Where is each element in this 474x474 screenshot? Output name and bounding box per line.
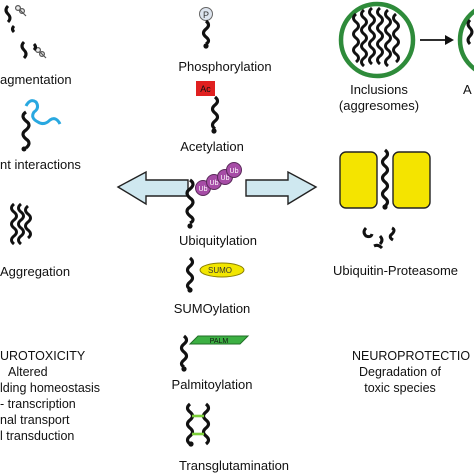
proteasome xyxy=(339,148,431,210)
phosphorylation-label: Phosphorylation xyxy=(178,59,272,74)
neurotoxicity-line: Altered xyxy=(8,365,48,379)
right-arrow-icon xyxy=(245,170,318,206)
arrow-right-small-icon xyxy=(420,35,454,45)
ubiquitylation-label: Ubiquitylation xyxy=(178,233,258,248)
inclusion-circle-clipped xyxy=(457,8,474,72)
transglutamination-label: Transglutamination xyxy=(178,458,290,473)
proteasome-subunit xyxy=(339,151,378,209)
inclusions-label: Inclusions xyxy=(350,82,408,97)
inclusion-circle xyxy=(338,1,416,79)
neurotoxicity-line: nal transport xyxy=(0,413,70,427)
fragmentation-label: agmentation xyxy=(0,72,72,87)
neurotoxicity-line: l transduction xyxy=(0,429,75,443)
proteasome-subunit xyxy=(392,151,431,209)
svg-text:SUMO: SUMO xyxy=(208,266,232,275)
svg-text:Ac: Ac xyxy=(200,84,211,94)
acetylation-label: Acetylation xyxy=(180,139,244,154)
svg-text:PALM: PALM xyxy=(210,338,229,345)
neuroprotection-line: Degradation of xyxy=(358,365,442,379)
svg-text:P: P xyxy=(203,10,209,20)
palm-tag xyxy=(188,335,250,345)
svg-text:Ub: Ub xyxy=(210,180,219,187)
aberrant-interactions-group xyxy=(21,99,62,152)
ubiquitylation-figure: Ub Ub Ub Ub xyxy=(185,162,242,229)
left-arrow-icon xyxy=(116,170,189,206)
svg-text:Ub: Ub xyxy=(199,186,208,193)
aggregation-label: Aggregation xyxy=(0,264,71,279)
svg-text:Ub: Ub xyxy=(221,175,230,182)
protein-chain xyxy=(21,110,31,150)
fragment-piece xyxy=(32,42,37,52)
neurotoxicity-title: UROTOXICITY xyxy=(0,349,86,363)
aggregation-group xyxy=(10,202,32,246)
fragmentation-group xyxy=(4,4,47,60)
fragment-chain xyxy=(4,4,12,24)
palmitoylation-label: Palmitoylation xyxy=(171,377,253,392)
phosphorylation-figure: P xyxy=(199,7,213,49)
fragment-piece xyxy=(20,40,28,60)
interaction-partner xyxy=(24,99,62,126)
proteasome-label: Ubiquitin-Proteasome xyxy=(333,263,459,278)
neurotoxicity-line: lding homeostasis xyxy=(0,381,101,395)
neuroprotection-line: toxic species xyxy=(364,381,436,395)
sumo-tag xyxy=(199,262,245,278)
acetyl-tag xyxy=(196,81,215,96)
neuroprotection-title: NEUROPROTECTIO xyxy=(352,349,471,363)
transglutamination-figure xyxy=(185,402,211,447)
aberrant-interactions-label: nt interactions xyxy=(0,157,81,172)
svg-text:Ub: Ub xyxy=(230,168,239,175)
phosphate-icon xyxy=(199,7,213,21)
neurotoxicity-line: - transcription xyxy=(0,397,76,411)
degraded-fragments xyxy=(362,226,396,250)
ubiquitin-chain xyxy=(195,162,242,196)
clipped-label: A xyxy=(463,82,472,97)
scissors-icon xyxy=(15,4,47,59)
fragment-piece xyxy=(11,24,16,34)
acetylation-figure: Ac xyxy=(196,81,220,134)
sumoylation-figure: SUMO xyxy=(185,256,245,293)
aggresomes-label: (aggresomes) xyxy=(338,98,420,113)
sumoylation-label: SUMOylation xyxy=(173,301,251,316)
palmitoylation-figure: PALM xyxy=(179,334,250,372)
